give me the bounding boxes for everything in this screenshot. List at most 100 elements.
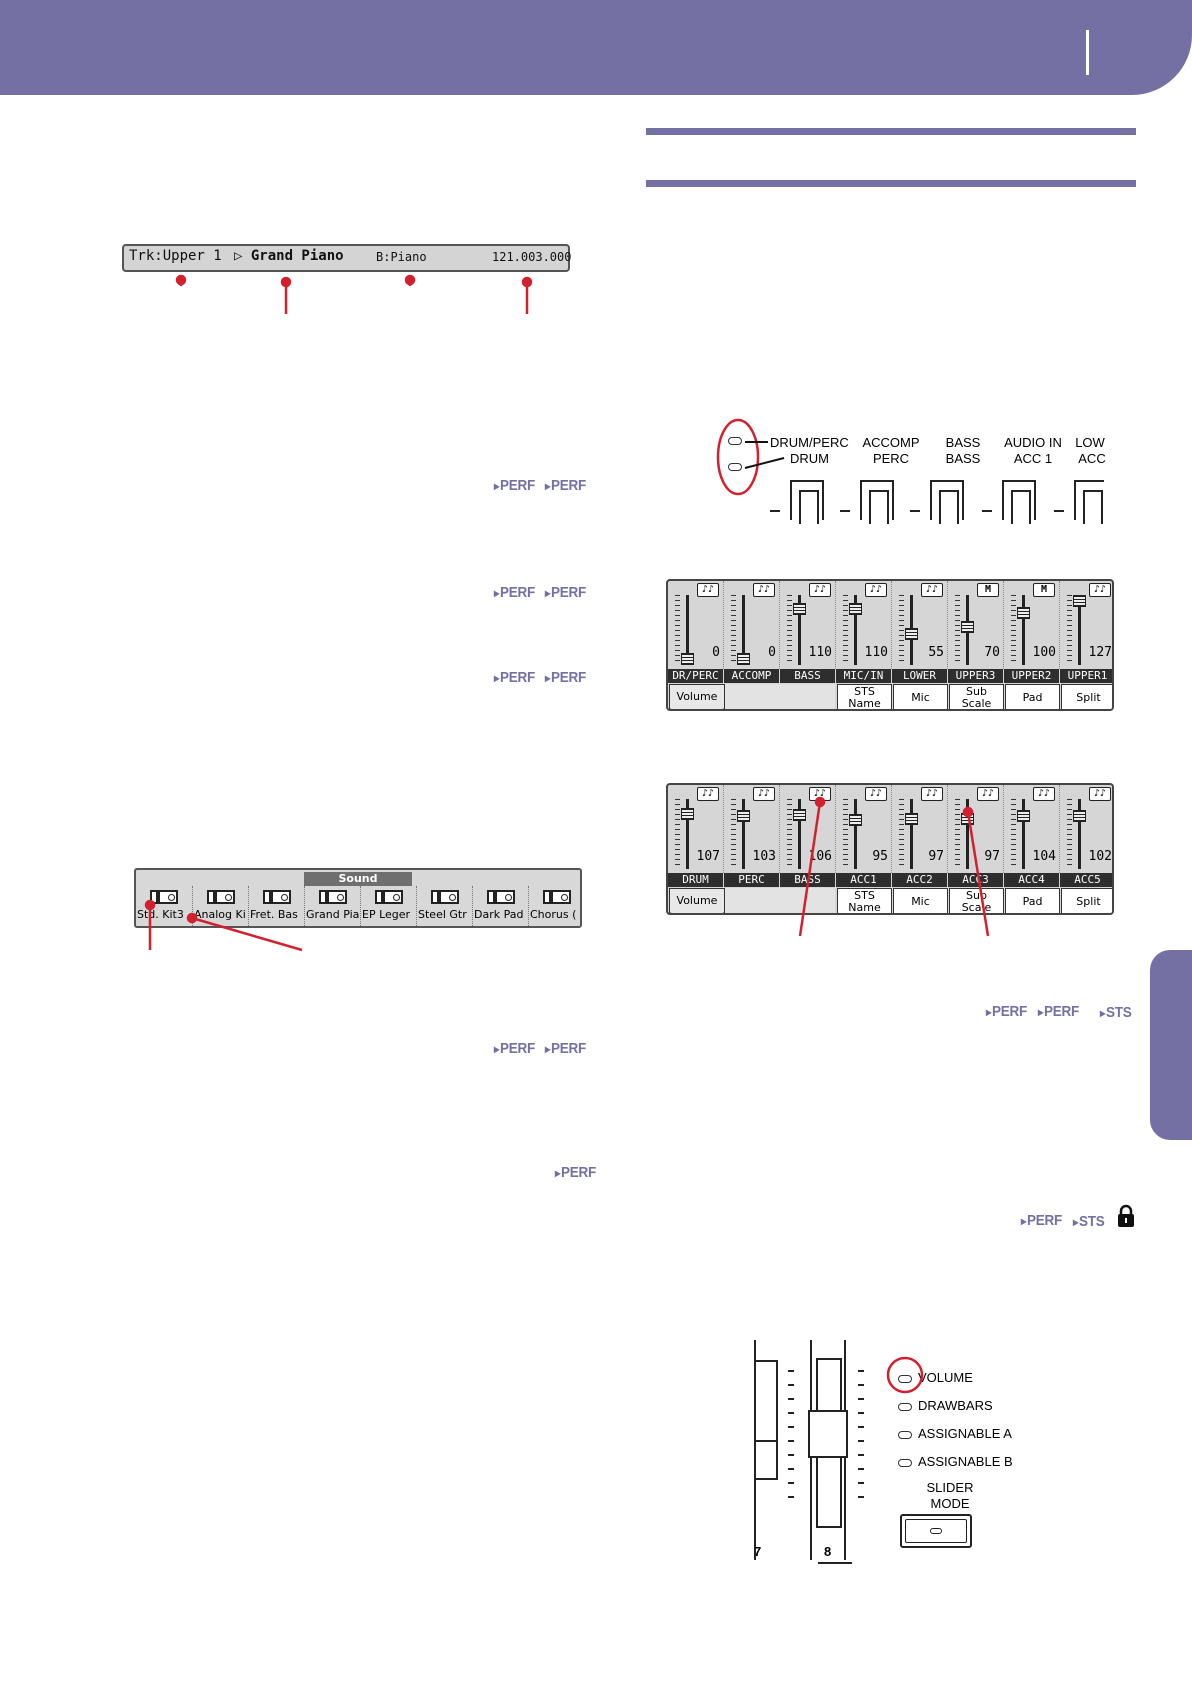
panel-slider[interactable] xyxy=(860,480,894,524)
channel-mode-indicator[interactable]: ♪♪ xyxy=(921,787,943,801)
fader-knob[interactable] xyxy=(849,813,862,826)
fader-knob[interactable] xyxy=(849,602,862,615)
fader-knob[interactable] xyxy=(681,653,694,665)
mixer-button-mic[interactable]: Mic xyxy=(893,684,948,709)
mixer-channel[interactable]: ♪♪97 xyxy=(948,785,1004,873)
channel-mode-indicator[interactable]: ♪♪ xyxy=(865,583,887,597)
channel-mode-indicator[interactable]: ♪♪ xyxy=(753,583,775,597)
fader-knob[interactable] xyxy=(1073,810,1086,823)
panel-slider[interactable] xyxy=(790,480,824,524)
sound-icon xyxy=(543,890,571,904)
column-label: LOW xyxy=(1075,435,1105,450)
fader-knob[interactable] xyxy=(1017,607,1030,620)
led-volume: VOLUME xyxy=(898,1370,973,1385)
sound-slot[interactable]: Fret. Bas xyxy=(248,886,304,926)
fader-scale xyxy=(955,595,960,665)
mixer-button-mic[interactable]: Mic xyxy=(893,888,948,913)
mixer-button-split[interactable]: Split xyxy=(1061,888,1112,913)
fader-knob[interactable] xyxy=(905,812,918,825)
mixer-button-volume[interactable]: Volume xyxy=(669,684,725,709)
mixer-button-sts-name[interactable]: STS Name xyxy=(837,684,892,709)
mixer-button-sts-name[interactable]: STS Name xyxy=(837,888,892,913)
channel-value: 70 xyxy=(984,645,1000,660)
channel-mode-indicator[interactable]: ♪♪ xyxy=(697,583,719,597)
channel-mode-indicator[interactable]: ♪♪ xyxy=(753,787,775,801)
channel-label: ACCOMP xyxy=(724,669,780,683)
mixer-channel[interactable]: ♪♪95 xyxy=(836,785,892,873)
fader-knob[interactable] xyxy=(905,627,918,640)
mixer-channel[interactable]: ♪♪110 xyxy=(780,581,836,669)
lock-icon xyxy=(1118,1204,1134,1227)
channel-label: PERC xyxy=(724,873,780,887)
slider-mode-button[interactable] xyxy=(900,1514,972,1548)
mixer-channel[interactable]: ♪♪107 xyxy=(668,785,724,873)
mixer-channel[interactable]: ♪♪103 xyxy=(724,785,780,873)
channel-mode-indicator[interactable]: ♪♪ xyxy=(865,787,887,801)
led-icon xyxy=(898,1402,912,1411)
sound-slot[interactable]: Dark Pad xyxy=(472,886,528,926)
panel-slider[interactable] xyxy=(1002,480,1036,524)
sound-slot[interactable]: Grand Pia xyxy=(304,886,360,926)
slider-8-cap[interactable] xyxy=(808,1410,848,1458)
mixer-channel[interactable]: ♪♪110 xyxy=(836,581,892,669)
sound-slot[interactable]: Chorus ( xyxy=(528,886,580,926)
channel-label: ACC4 xyxy=(1004,873,1060,887)
sound-slot[interactable]: EP Leger xyxy=(360,886,416,926)
channel-mode-indicator[interactable]: ♪♪ xyxy=(1089,787,1111,801)
mixer-button-sub-scale[interactable]: Sub Scale xyxy=(949,684,1004,709)
channel-value: 0 xyxy=(712,645,720,660)
mixer-button-split[interactable]: Split xyxy=(1061,684,1112,709)
mixer-channel[interactable]: ♪♪106 xyxy=(780,785,836,873)
mixer-channel[interactable]: ♪♪127 xyxy=(1060,581,1112,669)
fader-knob[interactable] xyxy=(681,808,694,821)
mixer-channel[interactable]: ♪♪102 xyxy=(1060,785,1112,873)
sound-slot[interactable]: Steel Gtr xyxy=(416,886,472,926)
fader-knob[interactable] xyxy=(793,808,806,821)
fader-knob[interactable] xyxy=(1017,809,1030,822)
panel-slider[interactable] xyxy=(1074,480,1104,524)
sound-icon xyxy=(487,890,515,904)
channel-mode-indicator[interactable]: ♪♪ xyxy=(921,583,943,597)
mixer-button-pad[interactable]: Pad xyxy=(1005,888,1060,913)
mixer-channel[interactable]: ♪♪104 xyxy=(1004,785,1060,873)
fader-knob[interactable] xyxy=(737,653,750,665)
mixer-channel[interactable]: M 70 xyxy=(948,581,1004,669)
channel-mode-indicator[interactable]: ♪♪ xyxy=(697,787,719,801)
fader-knob[interactable] xyxy=(793,602,806,615)
mixer-channel[interactable]: M 100 xyxy=(1004,581,1060,669)
mixer-channel[interactable]: ♪♪ 0 xyxy=(668,581,724,669)
led-label: DRUM/PERC xyxy=(770,435,849,450)
sound-slot-label: Steel Gtr xyxy=(418,908,467,921)
led-label: VOLUME xyxy=(918,1370,973,1385)
fader-knob[interactable] xyxy=(1073,595,1086,607)
channel-mode-indicator[interactable]: ♪♪ xyxy=(1033,787,1055,801)
sound-name: ▷ Grand Piano xyxy=(234,248,344,264)
fader-knob[interactable] xyxy=(737,809,750,822)
column-label: ACCOMP xyxy=(862,435,920,450)
mixer-channel[interactable]: ♪♪0 xyxy=(724,581,780,669)
page-header-band xyxy=(0,0,1192,95)
fader-knob[interactable] xyxy=(961,621,974,634)
led-label: DRAWBARS xyxy=(918,1398,993,1413)
channel-mode-indicator[interactable]: M xyxy=(977,583,999,597)
sound-icon xyxy=(319,890,347,904)
channel-value: 100 xyxy=(1032,645,1056,660)
fader-scale xyxy=(1067,595,1072,665)
channel-mode-indicator[interactable]: M xyxy=(1033,583,1055,597)
mixer-button-volume[interactable]: Volume xyxy=(669,888,725,913)
channel-mode-indicator[interactable]: ♪♪ xyxy=(977,787,999,801)
slider-7-cap[interactable] xyxy=(754,1440,778,1480)
channel-mode-indicator[interactable]: ♪♪ xyxy=(809,583,831,597)
led-label: ASSIGNABLE A xyxy=(918,1426,1012,1441)
mixer-button-pad[interactable]: Pad xyxy=(1005,684,1060,709)
sound-slot[interactable]: Std. Kit3 xyxy=(136,886,192,926)
sound-slot[interactable]: Analog Ki xyxy=(192,886,248,926)
channel-label: UPPER2 xyxy=(1004,669,1060,683)
mixer-channel[interactable]: ♪♪55 xyxy=(892,581,948,669)
sts-badge: STS xyxy=(1100,1004,1132,1021)
panel-slider[interactable] xyxy=(930,480,964,524)
channel-label: UPPER1 xyxy=(1060,669,1112,683)
mixer-channel[interactable]: ♪♪97 xyxy=(892,785,948,873)
channel-mode-indicator[interactable]: ♪♪ xyxy=(1089,583,1111,597)
perf-badge: PERF xyxy=(545,1040,586,1057)
